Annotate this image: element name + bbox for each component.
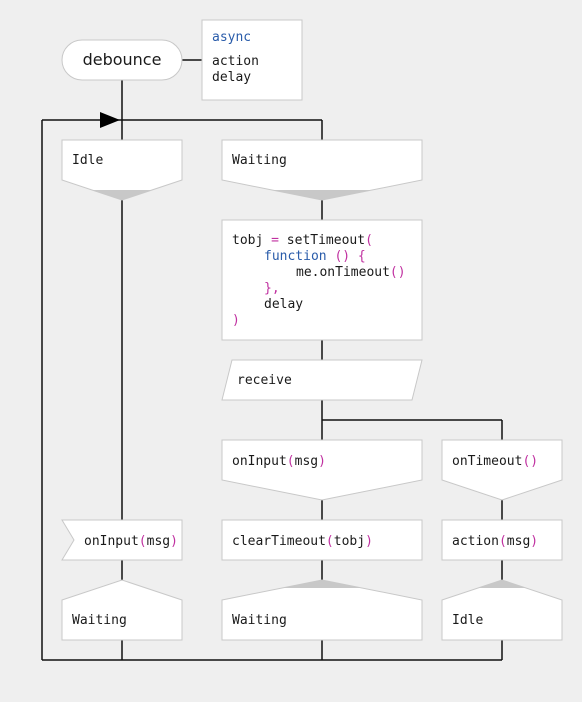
idle-on-input-label: onInput(msg) (84, 534, 178, 549)
code-line-1: tobj = setTimeout( (232, 233, 373, 248)
param-delay: delay (212, 70, 251, 85)
address-idle[interactable]: Idle (441, 579, 563, 641)
branch-header-waiting-label: Waiting (232, 153, 287, 168)
call-action-label: action(msg) (452, 534, 538, 549)
code-line-3: me.onTimeout() (296, 265, 406, 280)
params-keyword: async (212, 30, 251, 45)
address-idle-label: Idle (452, 613, 483, 628)
code-line-2: function () { (264, 249, 366, 264)
code-line-5: delay (264, 297, 303, 312)
case-on-input-label: onInput(msg) (232, 454, 326, 469)
receive-label: receive (237, 373, 292, 388)
loop-arrow (100, 112, 120, 128)
case-on-timeout[interactable]: onTimeout() (441, 439, 563, 501)
branch-header-idle[interactable]: Idle (61, 139, 183, 201)
params-node[interactable]: async action delay (201, 19, 303, 101)
address-waiting-1[interactable]: Waiting (61, 579, 183, 641)
clear-timeout-label: clearTimeout(tobj) (232, 534, 373, 549)
idle-on-input-node[interactable]: onInput(msg) (61, 519, 183, 561)
case-on-input[interactable]: onInput(msg) (221, 439, 423, 501)
receive-node[interactable]: receive (221, 359, 423, 401)
clear-timeout-action[interactable]: clearTimeout(tobj) (221, 519, 423, 561)
code-line-4: }, (264, 281, 280, 296)
code-line-6: ) (232, 313, 240, 328)
address-waiting-2-label: Waiting (232, 613, 287, 628)
case-on-timeout-label: onTimeout() (452, 454, 538, 469)
param-action: action (212, 54, 259, 69)
branch-header-idle-label: Idle (72, 153, 103, 168)
start-label: debounce (83, 50, 162, 69)
start-node[interactable]: debounce (61, 39, 183, 81)
branch-header-waiting[interactable]: Waiting (221, 139, 423, 201)
call-action-node[interactable]: action(msg) (441, 519, 563, 561)
address-waiting-1-label: Waiting (72, 613, 127, 628)
address-waiting-2[interactable]: Waiting (221, 579, 423, 641)
set-timeout-action[interactable]: tobj = setTimeout( function () { me.onTi… (221, 219, 423, 341)
